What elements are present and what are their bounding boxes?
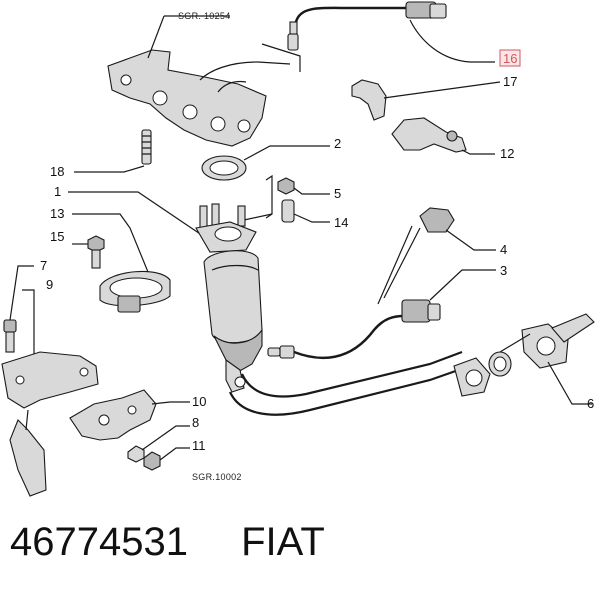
gasket-2 [201, 145, 330, 181]
callout-3: 3 [500, 263, 507, 278]
catalytic-converter [195, 221, 263, 393]
brand-name: FIAT [241, 520, 325, 564]
pipe-flange-6 [499, 313, 595, 405]
lambda-sensor-lower [267, 269, 496, 360]
gasket-ring-6 [488, 351, 512, 377]
spacer-14 [281, 199, 330, 223]
callout-14: 14 [334, 215, 348, 230]
support-bracket-9 [1, 289, 99, 497]
lambda-sensor-upper [287, 1, 495, 63]
clip-4 [419, 207, 496, 251]
ref-code-top: SGR. 10254 [178, 11, 231, 21]
callout-10: 10 [192, 394, 206, 409]
ref-code-bottom: SGR.10002 [192, 472, 242, 482]
callout-18: 18 [50, 164, 64, 179]
clamp-13 [72, 213, 171, 313]
callout-6: 6 [587, 396, 594, 411]
nut-5 [277, 177, 330, 195]
callout-8: 8 [192, 415, 199, 430]
bolt-7 [3, 265, 34, 353]
callout-1: 1 [54, 184, 61, 199]
callout-16: 16 [503, 51, 517, 66]
bracket-12 [391, 117, 495, 155]
callout-15: 15 [50, 229, 64, 244]
front-exhaust-pipe [228, 350, 491, 416]
caption: 46774531 FIAT [10, 520, 325, 565]
bracket-10 [69, 389, 190, 441]
callout-11: 11 [192, 438, 206, 453]
callout-2: 2 [334, 136, 341, 151]
bolt-15 [72, 235, 105, 269]
stud-18 [74, 129, 152, 173]
callout-9: 9 [46, 277, 53, 292]
callout-4: 4 [500, 242, 507, 257]
callout-12: 12 [500, 146, 514, 161]
nut-11 [143, 447, 190, 471]
sensor-bracket-17 [351, 79, 501, 121]
exhaust-manifold [107, 49, 291, 147]
callout-7: 7 [40, 258, 47, 273]
callout-13: 13 [50, 206, 64, 221]
callout-17: 17 [503, 74, 517, 89]
callout-5: 5 [334, 186, 341, 201]
part-number: 46774531 [10, 520, 188, 564]
